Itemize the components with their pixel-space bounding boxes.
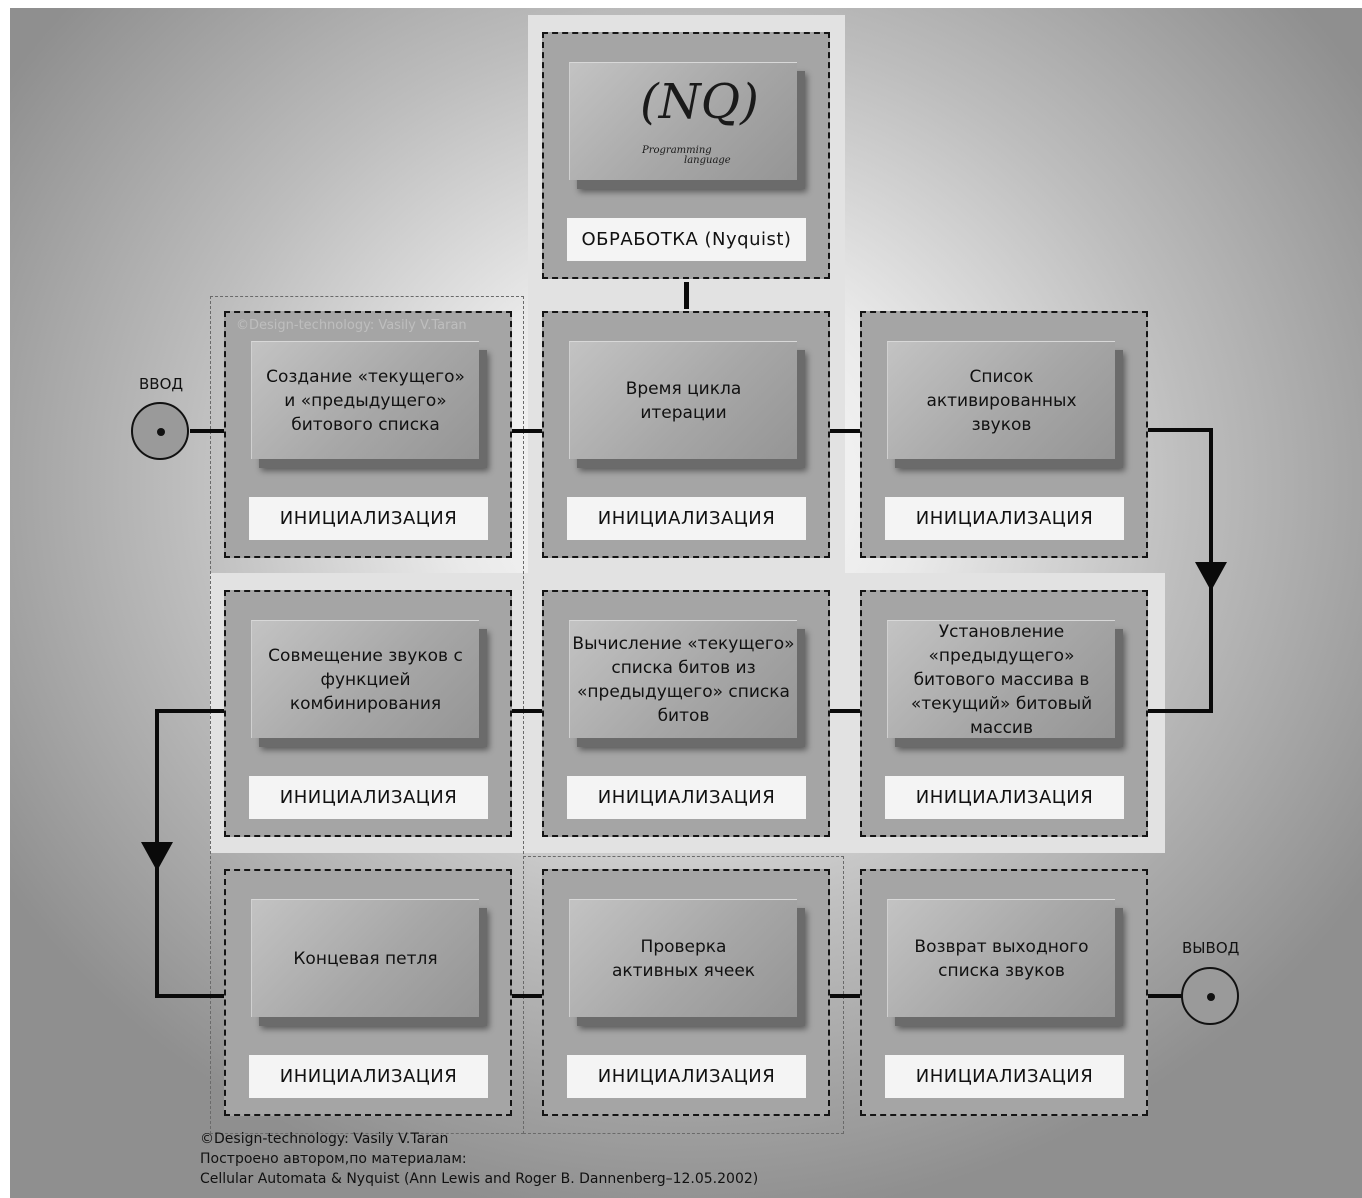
wire-r2-b <box>830 709 861 713</box>
cell-activated-sounds: Список активированных звуков ИНИЦИАЛИЗАЦ… <box>860 311 1148 558</box>
credits-line-3: Cellular Automata & Nyquist (Ann Lewis a… <box>200 1171 759 1187</box>
block-title: Проверка активных ячеек <box>569 899 797 1017</box>
processing-cell: (NQ) Programming language ОБРАБОТКА (Nyq… <box>542 32 830 279</box>
wire-output <box>1148 994 1182 998</box>
block-title: Возврат выходного списка звуков <box>887 899 1115 1017</box>
cell-return-output: Возврат выходного списка звуков ИНИЦИАЛИ… <box>860 869 1148 1116</box>
init-label: ИНИЦИАЛИЗАЦИЯ <box>567 497 806 540</box>
wire-input <box>190 429 225 433</box>
wire-r1-a <box>512 429 543 433</box>
wire-right-bottom <box>1148 709 1213 713</box>
wire-left-bottom <box>155 994 225 998</box>
wire-left-top <box>155 709 225 713</box>
logo-caption-programming: Programming <box>642 145 712 156</box>
credits: ©Design-technology: Vasily V.Taran Постр… <box>200 1129 758 1189</box>
nyquist-logo-icon: (NQ) <box>640 74 759 130</box>
cell-combine-sounds: Совмещение звуков с функцией комбинирова… <box>224 590 512 837</box>
init-label: ИНИЦИАЛИЗАЦИЯ <box>567 776 806 819</box>
arrow-down-left <box>141 842 173 871</box>
cell-set-previous-array: Установление «предыдущего» битового масс… <box>860 590 1148 837</box>
init-label: ИНИЦИАЛИЗАЦИЯ <box>249 776 488 819</box>
init-label: ИНИЦИАЛИЗАЦИЯ <box>249 1055 488 1098</box>
output-port-dot <box>1207 993 1215 1001</box>
block-title: Создание «текущего» и «предыдущего» бито… <box>251 341 479 459</box>
block-title: Установление «предыдущего» битового масс… <box>887 620 1115 738</box>
init-label: ИНИЦИАЛИЗАЦИЯ <box>249 497 488 540</box>
init-label: ИНИЦИАЛИЗАЦИЯ <box>567 1055 806 1098</box>
block-title: Концевая петля <box>251 899 479 1017</box>
cell-end-loop: Концевая петля ИНИЦИАЛИЗАЦИЯ <box>224 869 512 1116</box>
guide-frame-left <box>210 296 524 1134</box>
credits-line-1: ©Design-technology: Vasily V.Taran <box>200 1131 449 1147</box>
wire-right-top <box>1148 428 1213 432</box>
cell-iteration-time: Время цикла итерации ИНИЦИАЛИЗАЦИЯ <box>542 311 830 558</box>
wire-r3-b <box>830 994 861 998</box>
block-title: Список активированных звуков <box>887 341 1115 459</box>
wire-r3-a <box>512 994 543 998</box>
block-title: Вычисление «текущего» списка битов из «п… <box>569 620 797 738</box>
logo-caption-language: language <box>684 155 731 166</box>
watermark: ©Design-technology: Vasily V.Taran <box>236 318 467 333</box>
output-port-label: ВЫВОД <box>1182 939 1240 957</box>
init-label: ИНИЦИАЛИЗАЦИЯ <box>885 1055 1124 1098</box>
cell-create-bit-lists: Создание «текущего» и «предыдущего» бито… <box>224 311 512 558</box>
input-port <box>131 402 189 460</box>
block-title: Совмещение звуков с функцией комбинирова… <box>251 620 479 738</box>
nyquist-logo-block: (NQ) Programming language <box>569 62 797 180</box>
output-port <box>1181 967 1239 1025</box>
cell-compute-bits: Вычисление «текущего» списка битов из «п… <box>542 590 830 837</box>
wire-r2-a <box>512 709 543 713</box>
wire-proc-link <box>684 282 689 309</box>
init-label: ИНИЦИАЛИЗАЦИЯ <box>885 497 1124 540</box>
cell-check-active-cells: Проверка активных ячеек ИНИЦИАЛИЗАЦИЯ <box>542 869 830 1116</box>
init-label: ИНИЦИАЛИЗАЦИЯ <box>885 776 1124 819</box>
input-port-label: ВВОД <box>139 375 184 393</box>
wire-r1-b <box>830 429 861 433</box>
input-port-dot <box>157 428 165 436</box>
processing-label: ОБРАБОТКА (Nyquist) <box>567 218 806 261</box>
arrow-down-right <box>1195 562 1227 591</box>
block-title: Время цикла итерации <box>569 341 797 459</box>
credits-line-2: Построено автором,по материалам: <box>200 1151 467 1167</box>
